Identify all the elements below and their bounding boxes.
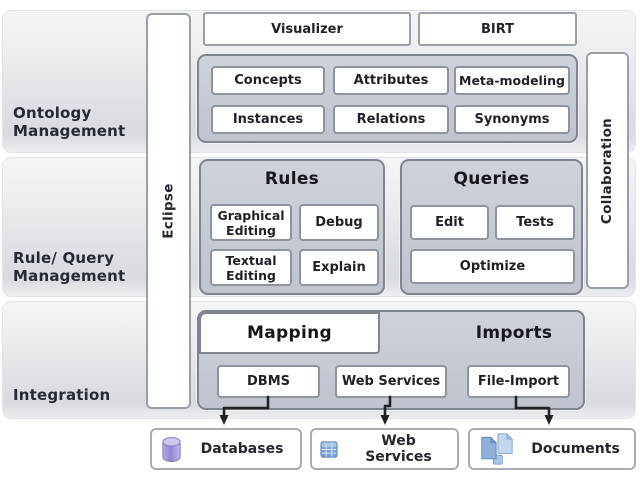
mapping-imports-panel: Mapping Imports DBMS Web Services File-I… <box>197 310 585 410</box>
file-import-component: File-Import <box>467 365 570 398</box>
explain-component: Explain <box>299 249 379 286</box>
synonyms-component: Synonyms <box>454 105 570 134</box>
external-databases-box: Databases <box>150 428 302 470</box>
eclipse-bar-label: Eclipse <box>160 183 177 239</box>
databases-label: Databases <box>200 441 284 457</box>
edit-component: Edit <box>410 205 489 240</box>
band-label-integration: Integration <box>13 386 111 404</box>
collaboration-bar: Collaboration <box>586 52 629 289</box>
collaboration-bar-label: Collaboration <box>599 117 616 224</box>
queries-panel: Queries Edit Tests Optimize <box>400 159 583 295</box>
debug-component: Debug <box>299 204 379 241</box>
rules-panel: Rules Graphical Editing Debug Textual Ed… <box>199 159 385 295</box>
concepts-component: Concepts <box>211 66 325 95</box>
visualizer-component: Visualizer <box>203 12 411 46</box>
graphical-editing-component: Graphical Editing <box>210 204 292 241</box>
relations-component: Relations <box>333 105 449 134</box>
band-label-ontology-management: Ontology Management <box>13 104 126 140</box>
textual-editing-component: Textual Editing <box>210 249 292 286</box>
mapping-title-box: Mapping <box>199 312 380 354</box>
optimize-component: Optimize <box>410 249 575 284</box>
web-services-import-component: Web Services <box>335 365 447 398</box>
ontology-components-panel: Concepts Attributes Meta-modeling Instan… <box>197 54 578 143</box>
birt-component: BIRT <box>418 12 577 46</box>
web-services-label: Web Services <box>365 433 432 465</box>
rules-panel-title: Rules <box>264 169 320 189</box>
web-window-icon <box>320 440 338 458</box>
documents-icon <box>481 432 514 465</box>
external-web-services-box: Web Services <box>310 428 459 470</box>
tests-component: Tests <box>495 205 575 240</box>
attributes-component: Attributes <box>333 66 449 95</box>
instances-component: Instances <box>211 105 325 134</box>
database-cylinder-icon <box>162 436 181 462</box>
meta-modeling-component: Meta-modeling <box>454 66 570 95</box>
external-documents-box: Documents <box>468 428 636 470</box>
documents-label: Documents <box>531 441 620 457</box>
band-label-rule-query-management: Rule/ Query Management <box>13 249 126 285</box>
eclipse-platform-bar: Eclipse <box>146 13 191 409</box>
queries-panel-title: Queries <box>453 169 530 189</box>
dbms-component: DBMS <box>217 365 320 398</box>
imports-title: Imports <box>475 323 553 343</box>
